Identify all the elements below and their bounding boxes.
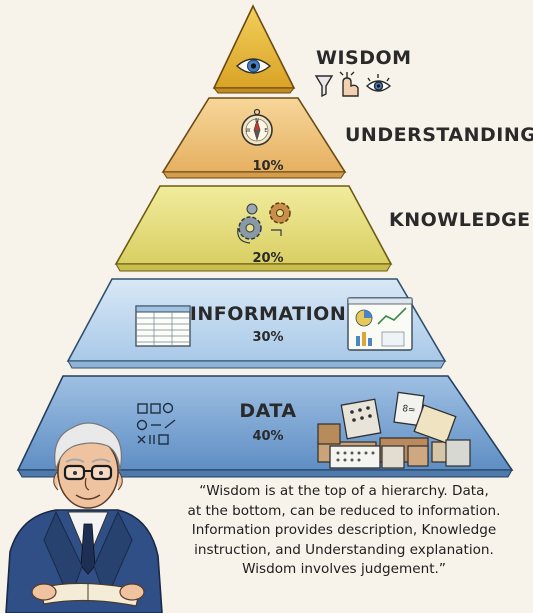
quote-line: at the bottom, can be reduced to informa… xyxy=(187,502,501,519)
quote-line: “Wisdom is at the top of a hierarchy. Da… xyxy=(199,483,489,499)
wisdom-title: WISDOM xyxy=(316,47,412,69)
information-percent: 30% xyxy=(252,330,283,345)
tier-information: INFORMATION 30% xyxy=(66,278,447,369)
knowledge-percent: 20% xyxy=(252,251,283,266)
information-title: INFORMATION xyxy=(190,303,346,325)
tier-wisdom xyxy=(212,4,296,94)
quote-line: Wisdom involves judgement.” xyxy=(242,561,446,577)
wisdom-icons xyxy=(314,71,392,98)
elderly-man-illustration xyxy=(5,422,163,613)
understanding-title: UNDERSTANDING xyxy=(345,124,533,146)
data-pile-illustration: 8= xyxy=(317,391,471,469)
symbols-icon xyxy=(136,402,176,445)
svg-text:E: E xyxy=(264,128,267,134)
eye-icon xyxy=(365,74,392,92)
spreadsheet-icon xyxy=(135,305,191,347)
tier-data: 8= DATA 40% xyxy=(16,375,514,478)
tier-knowledge: 20% xyxy=(114,185,393,272)
compass-icon: N E W xyxy=(241,108,273,146)
quote-line: instruction, and Understanding explanati… xyxy=(194,541,494,558)
data-percent: 40% xyxy=(252,429,283,444)
svg-text:W: W xyxy=(246,128,251,134)
eye-icon xyxy=(235,58,272,74)
quote-line: Information provides description, Knowle… xyxy=(191,522,497,538)
data-title: DATA xyxy=(239,400,296,422)
knowledge-title: KNOWLEDGE xyxy=(389,209,531,231)
svg-text:N: N xyxy=(255,118,259,124)
pointing-hand-icon xyxy=(339,71,359,97)
understanding-percent: 10% xyxy=(252,159,283,174)
gears-icon xyxy=(237,202,291,244)
tier-understanding: N E W 10% xyxy=(161,97,347,179)
quote-text: “Wisdom is at the top of a hierarchy. Da… xyxy=(160,482,528,580)
svg-text:8=: 8= xyxy=(402,404,417,416)
funnel-icon xyxy=(314,75,334,98)
chart-icon xyxy=(347,297,413,351)
